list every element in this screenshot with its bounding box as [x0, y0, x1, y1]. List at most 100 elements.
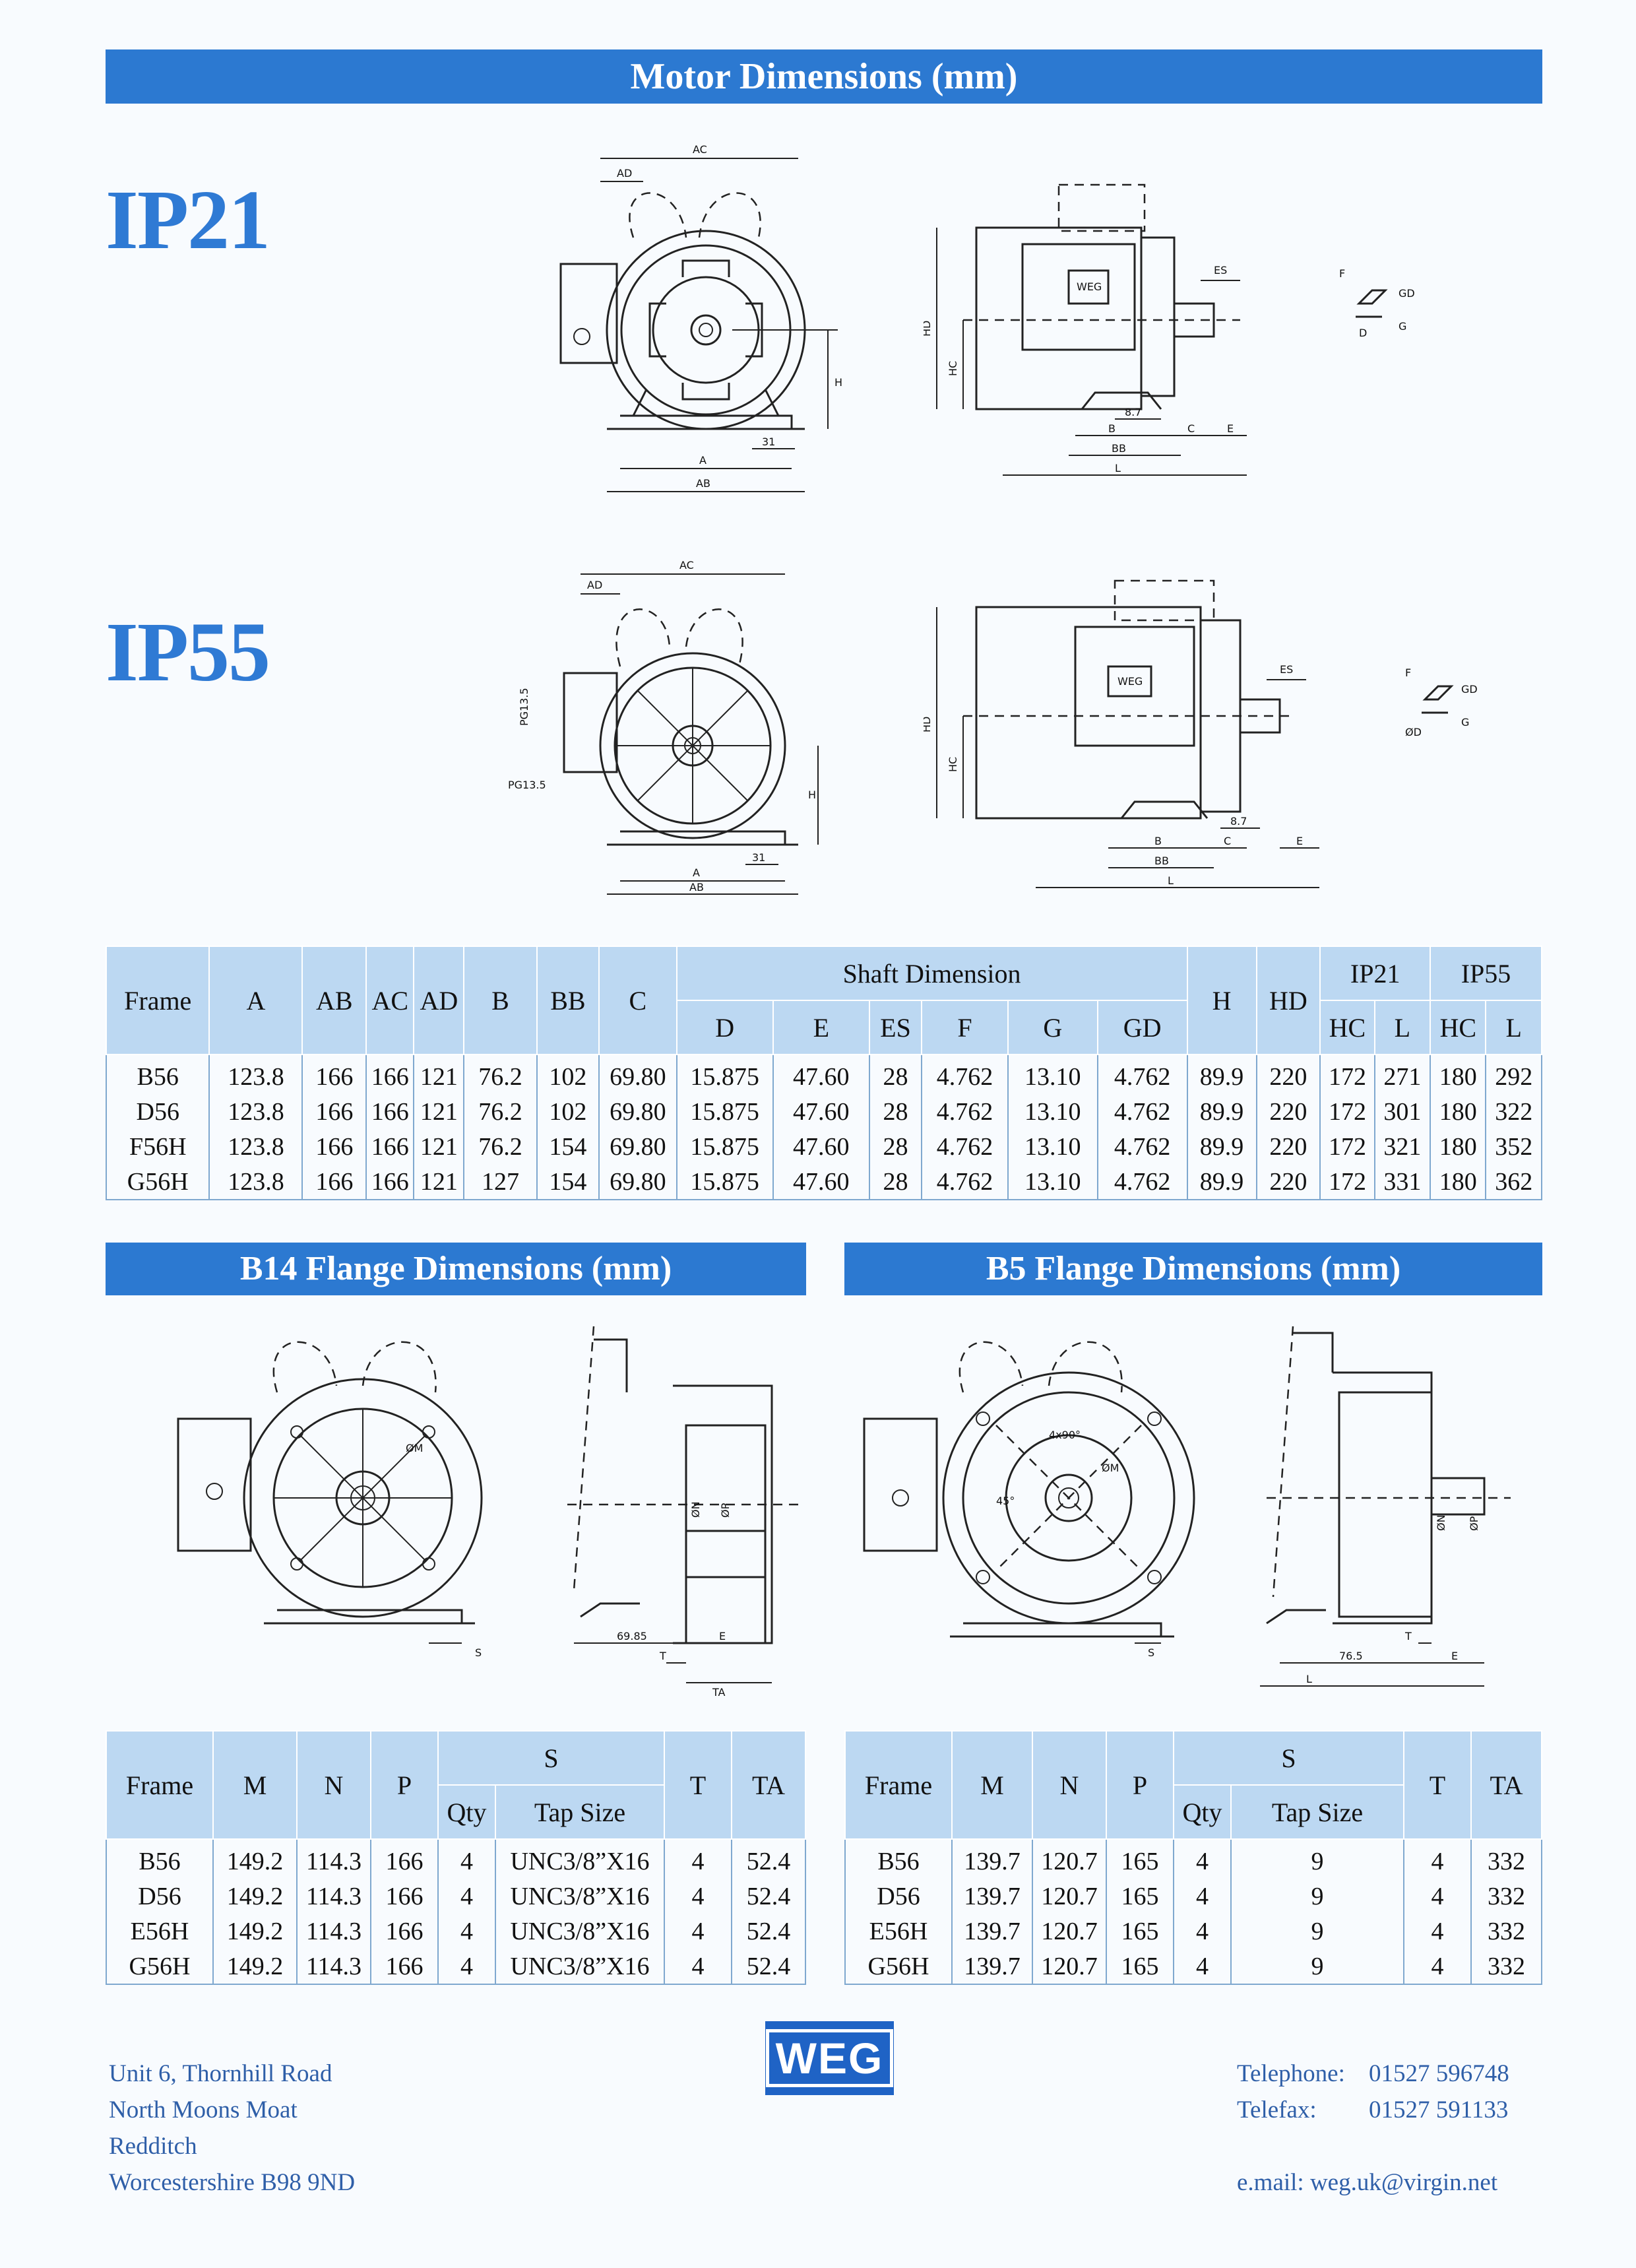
- svg-text:ES: ES: [1214, 264, 1227, 276]
- ip21-heading: IP21: [106, 173, 270, 267]
- col-group-ip21: IP21: [1319, 946, 1432, 1001]
- b5-table-cell: 120.7: [1032, 1879, 1106, 1914]
- motor-table-cell: 4.762: [921, 1129, 1008, 1164]
- svg-text:4x90°: 4x90°: [1049, 1429, 1081, 1441]
- b5-col-p: P: [1106, 1730, 1174, 1840]
- motor-table-cell: 220: [1255, 1054, 1321, 1094]
- motor-table-cell: 123.8: [208, 1094, 303, 1129]
- email-line[interactable]: e.mail: weg.uk@virgin.net: [1237, 2169, 1498, 2196]
- svg-text:A: A: [699, 454, 707, 467]
- b5-table-cell: 4: [1403, 1949, 1471, 1984]
- col-ip21-l: L: [1373, 1000, 1432, 1055]
- b14-col-p: P: [370, 1730, 439, 1840]
- motor-table-cell: 102: [536, 1054, 600, 1094]
- col-d: D: [676, 1000, 774, 1055]
- motor-table-cell: G56H: [127, 1167, 189, 1196]
- ip55-side-view-drawing: WEG HD HC ES 8.7 B C E BB L F GD ØD G: [924, 579, 1478, 888]
- b5-table-cell: 9: [1230, 1914, 1404, 1949]
- b5-table-cell: 332: [1470, 1879, 1542, 1914]
- motor-table-cell: 15.875: [676, 1094, 773, 1129]
- b5-table-cell: 332: [1470, 1839, 1542, 1879]
- svg-text:AC: AC: [693, 143, 707, 156]
- svg-text:T: T: [659, 1650, 666, 1662]
- motor-table-cell: 4.762: [921, 1054, 1008, 1094]
- svg-text:AD: AD: [587, 579, 602, 591]
- b14-table-cell: 166: [370, 1879, 438, 1914]
- motor-table-cell: 69.80: [598, 1129, 677, 1164]
- motor-table-cell: 172: [1319, 1129, 1375, 1164]
- b14-table-cell: UNC3/8”X16: [495, 1949, 664, 1984]
- svg-text:BB: BB: [1112, 442, 1126, 455]
- motor-table-cell: 76.2: [463, 1094, 537, 1129]
- svg-text:WEG: WEG: [1077, 280, 1102, 293]
- motor-table-cell: 352: [1485, 1129, 1542, 1164]
- svg-text:HD: HD: [924, 321, 933, 337]
- col-a: A: [208, 946, 303, 1055]
- b14-table-cell: 52.4: [731, 1949, 805, 1984]
- b14-table-cell: UNC3/8”X16: [495, 1879, 664, 1914]
- col-g: G: [1007, 1000, 1098, 1055]
- b14-table-cell: 166: [370, 1839, 438, 1879]
- col-f: F: [921, 1000, 1009, 1055]
- svg-text:31: 31: [762, 436, 775, 448]
- motor-table-cell: 4.762: [1096, 1129, 1187, 1164]
- b5-table-cell: 120.7: [1032, 1914, 1106, 1949]
- svg-text:E: E: [1451, 1650, 1458, 1662]
- b5-col-qty: Qty: [1173, 1784, 1232, 1840]
- svg-text:D: D: [1359, 327, 1367, 339]
- motor-table-cell: 301: [1373, 1094, 1431, 1129]
- svg-text:ØP: ØP: [719, 1503, 732, 1518]
- b5-table-cell: 139.7: [951, 1839, 1032, 1879]
- motor-table-cell: 166: [301, 1129, 367, 1164]
- motor-table-cell: 121: [413, 1129, 464, 1164]
- svg-text:TA: TA: [712, 1686, 726, 1699]
- svg-text:PG13.5: PG13.5: [518, 688, 530, 726]
- b5-table-cell: 4: [1173, 1914, 1231, 1949]
- col-group-shaft: Shaft Dimension: [676, 946, 1188, 1001]
- ip21-side-view-drawing: WEG HD HC ES 8.7 B C E BB L F GD D G: [924, 183, 1415, 476]
- b14-table-cell: 52.4: [731, 1879, 805, 1914]
- svg-text:ØM: ØM: [406, 1442, 423, 1454]
- b14-table-cell: 114.3: [296, 1949, 371, 1984]
- b5-table-cell: 332: [1470, 1949, 1542, 1984]
- b5-table-cell: 165: [1106, 1949, 1174, 1984]
- motor-table-cell: 47.60: [772, 1054, 869, 1094]
- motor-table-cell: 69.80: [598, 1094, 677, 1129]
- svg-text:T: T: [1404, 1630, 1412, 1642]
- svg-text:E: E: [1296, 835, 1303, 847]
- motor-table-cell: 166: [365, 1129, 414, 1164]
- b14-side-view-drawing: ØN ØP 69.85 E T TA: [567, 1326, 798, 1699]
- svg-text:AD: AD: [617, 167, 632, 179]
- motor-dimensions-table: Frame A AB AC AD B BB C Shaft Dimension …: [105, 946, 1542, 1200]
- b5-table-cell: 4: [1173, 1949, 1231, 1984]
- b14-col-frame: Frame: [106, 1730, 214, 1840]
- svg-text:AB: AB: [696, 477, 710, 490]
- motor-table-cell: 89.9: [1186, 1129, 1257, 1164]
- b5-title: B5 Flange Dimensions (mm): [986, 1250, 1401, 1287]
- svg-text:E: E: [1227, 422, 1234, 435]
- phone-number: 01527 596748: [1369, 2060, 1509, 2087]
- svg-text:L: L: [1168, 874, 1174, 887]
- motor-table-cell: 180: [1430, 1164, 1486, 1200]
- motor-table-cell: 166: [365, 1054, 414, 1094]
- motor-table-cell: 220: [1255, 1164, 1321, 1200]
- b14-table-cell: 52.4: [731, 1839, 805, 1879]
- motor-table-cell: 292: [1485, 1054, 1542, 1094]
- col-es: ES: [868, 1000, 923, 1055]
- svg-text:ØP: ØP: [1468, 1516, 1480, 1531]
- svg-text:AC: AC: [679, 559, 694, 571]
- motor-table-cell: 180: [1430, 1129, 1486, 1164]
- page-title: Motor Dimensions (mm): [630, 56, 1018, 97]
- b14-table-cell: B56: [139, 1847, 181, 1875]
- b14-front-view-drawing: ØM S: [177, 1341, 483, 1659]
- svg-text:C: C: [1224, 835, 1231, 847]
- b5-table-cell: 332: [1470, 1914, 1542, 1949]
- motor-table-cell: 76.2: [463, 1129, 537, 1164]
- b14-table-cell: 4: [437, 1879, 495, 1914]
- svg-text:ØN: ØN: [689, 1501, 702, 1518]
- svg-text:69.85: 69.85: [617, 1630, 647, 1642]
- b5-table-cell: 9: [1230, 1879, 1404, 1914]
- b5-col-tap: Tap Size: [1230, 1784, 1404, 1840]
